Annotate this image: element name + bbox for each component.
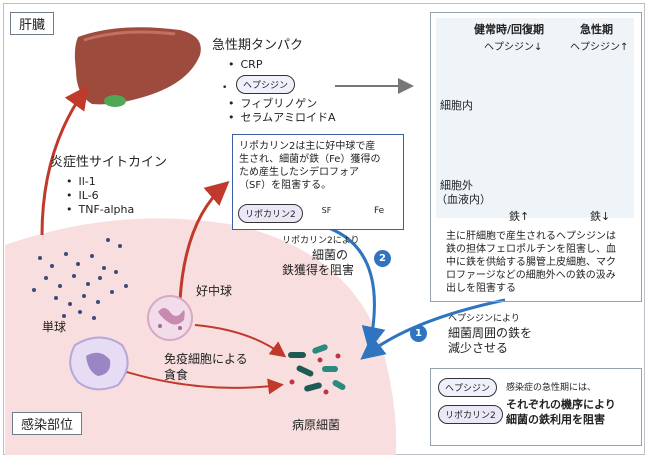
mechanism2-number-badge: 2 xyxy=(374,250,391,267)
infection-site-area xyxy=(5,218,397,455)
infection-site-tag: 感染部位 xyxy=(12,412,83,435)
hepcidin-desc-1: 主に肝細胞で産生されるヘプシジンは xyxy=(446,231,616,242)
protein-crp: CRP xyxy=(228,58,263,72)
mechanism1-line1: 細菌周囲の鉄を xyxy=(448,326,533,340)
protein-serum-amyloid: セラムアミロイドA xyxy=(228,111,336,125)
neutrophil-label: 好中球 xyxy=(196,284,233,298)
lipocalin-pill: リポカリン2 xyxy=(238,204,303,223)
cytokine-il1: Il-1 xyxy=(66,175,96,189)
mechanism2-line2: 鉄獲得を阻害 xyxy=(282,263,355,277)
hepcidin-desc-3: 中に鉄を供給する腸管上皮細胞、マク xyxy=(446,257,616,268)
liver-illustration xyxy=(74,27,201,107)
phagocytosis-label-1: 免疫細胞による xyxy=(164,352,248,366)
sf-label: SF xyxy=(321,206,332,215)
monocyte-label: 単球 xyxy=(42,320,67,334)
hepcidin-down-label: ヘプシジン↓ xyxy=(484,42,543,53)
cytokine-tnf: TNF-alpha xyxy=(66,203,135,217)
extracellular-label-1: 細胞外 xyxy=(440,179,473,192)
lipocalin-text-4: （SF）を阻害する。 xyxy=(239,180,332,191)
arrow-neutrophil-to-pathogen xyxy=(194,324,287,358)
hepcidin-panel xyxy=(430,12,642,302)
hepcidin-desc-4: ロファージなどの細胞外への鉄の汲み xyxy=(446,270,616,281)
mechanism2-line1: 細菌の xyxy=(312,248,349,262)
mechanism2-small: リポカリン2により xyxy=(282,236,360,246)
col-acute-title: 急性期 xyxy=(580,23,613,36)
legend-hepcidin-pill: ヘプシジン xyxy=(438,378,498,397)
arrow-cytokine-to-liver xyxy=(40,85,89,236)
phagocytosis-label-2: 貪食 xyxy=(164,368,189,382)
hepcidin-pill: ヘプシジン xyxy=(236,75,296,94)
fe-label: Fe xyxy=(374,206,385,216)
pathogen-bacteria xyxy=(288,344,346,395)
pathogen-label: 病原細菌 xyxy=(292,418,341,432)
legend-lipocalin-pill: リポカリン2 xyxy=(438,405,503,424)
infection-site-label: 感染部位 xyxy=(21,418,74,433)
hepcidin-up-label: ヘプシジン↑ xyxy=(570,42,629,53)
mechanism1-number-badge: 1 xyxy=(410,325,427,342)
liver-label: 肝臓 xyxy=(19,18,46,33)
arrow-mechanism-2 xyxy=(319,223,386,351)
cytokine-dots xyxy=(32,238,128,320)
iron-down-label: 鉄↓ xyxy=(590,210,611,223)
lipocalin-text-1: リポカリン2は主に好中球で産 xyxy=(239,141,376,152)
legend-line-2: 細菌の鉄利用を阻害 xyxy=(506,413,605,426)
neutrophil-cell xyxy=(147,295,193,341)
cytokine-il6: IL-6 xyxy=(66,189,99,203)
col-normal-title: 健常時/回復期 xyxy=(474,23,545,36)
cytokine-title: 炎症性サイトカイン xyxy=(50,155,168,170)
protein-fibrinogen: フィブリノゲン xyxy=(228,97,318,111)
iron-up-label: 鉄↑ xyxy=(509,210,530,223)
hepcidin-desc-2: 鉄の担体フェロポルチンを阻害し、血 xyxy=(446,244,616,255)
arrow-mechanism-1 xyxy=(360,298,506,360)
intracellular-label: 細胞内 xyxy=(440,99,473,112)
arrow-neutrophil-to-lipocalin xyxy=(178,181,230,301)
lipocalin-text-3: ため産生したシデロフォア xyxy=(239,167,359,178)
legend-line-1: それぞれの機序により xyxy=(506,398,616,411)
extracellular-label-2: （血液内） xyxy=(436,193,491,206)
legend-small-text: 感染症の急性期には、 xyxy=(506,383,597,393)
hepcidin-bullet-dot: • xyxy=(222,83,228,93)
mechanism1-small: ヘプシジンにより xyxy=(448,314,520,324)
mechanism1-line2: 減少させる xyxy=(448,341,509,355)
lipocalin-text-2: 生され、細菌が鉄（Fe）獲得の xyxy=(239,154,381,165)
hepcidin-panel-bg xyxy=(436,18,634,218)
liver-tag: 肝臓 xyxy=(10,12,55,35)
arrow-monocyte-to-pathogen xyxy=(119,369,284,395)
monocyte-cell xyxy=(69,336,129,391)
hepcidin-desc-5: 出しを阻害する xyxy=(446,283,516,294)
acute-proteins-title: 急性期タンパク xyxy=(212,38,304,53)
